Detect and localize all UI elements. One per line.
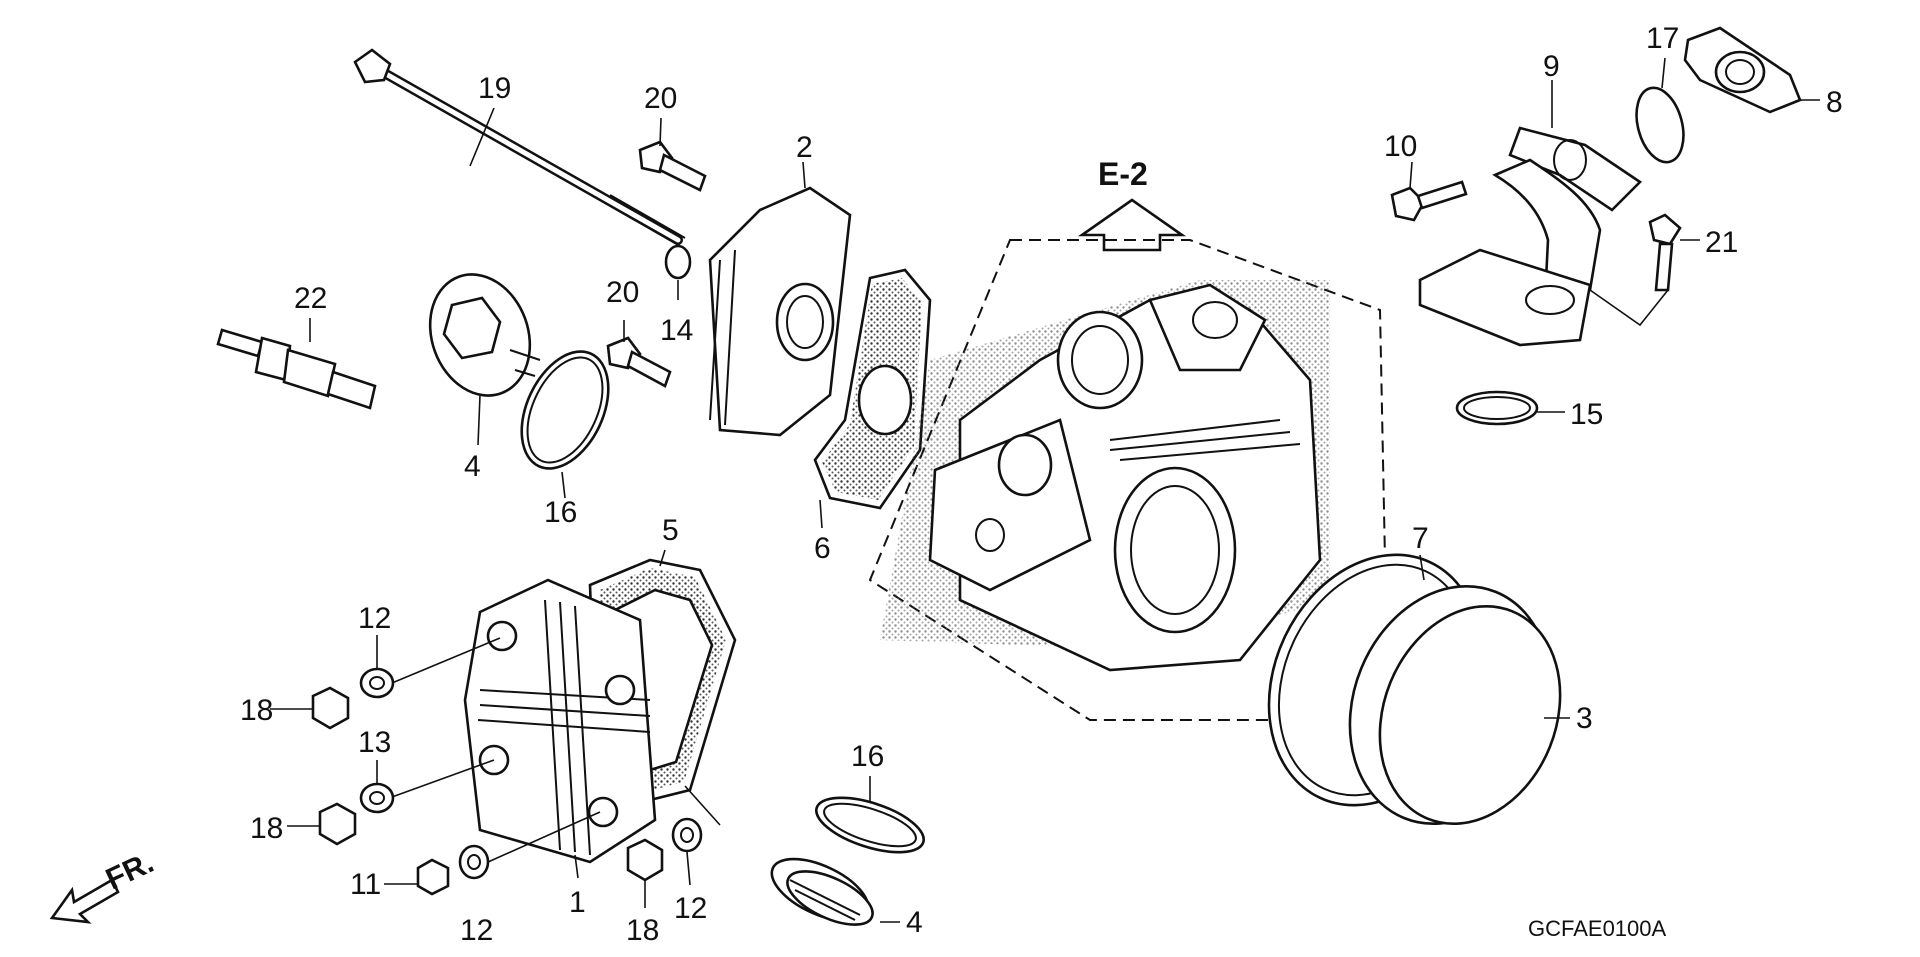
- reference-label: E-2: [1098, 156, 1148, 192]
- callout-16-upper: 16: [544, 496, 577, 529]
- callout-20-lower: 20: [606, 276, 639, 309]
- callout-9: 9: [1543, 50, 1560, 83]
- part-20-bolt-lower: [606, 336, 672, 388]
- part-12-washer-a: [359, 667, 395, 699]
- part-8-insulator: [1683, 26, 1802, 114]
- callout-18-middle: 18: [250, 812, 283, 845]
- part-10-bolt: [1390, 180, 1468, 222]
- part-18-nut-c: [626, 838, 664, 882]
- part-18-nut-a: [311, 686, 350, 730]
- front-direction-arrow: [49, 878, 120, 924]
- part-22-spark-plug: [216, 328, 377, 410]
- part-3-side-cover: [1348, 585, 1562, 826]
- part-18-nut-b: [318, 802, 357, 846]
- part-4-tappet-cap-upper: [428, 273, 541, 397]
- callout-15: 15: [1570, 398, 1603, 431]
- part-12-washer-b: [458, 844, 490, 880]
- callout-14: 14: [660, 314, 693, 347]
- part-16-o-ring-upper: [520, 350, 610, 470]
- callout-18-lower: 18: [626, 914, 659, 947]
- callout-21: 21: [1705, 226, 1738, 259]
- part-16-o-ring-lower: [815, 796, 925, 854]
- callout-numbers: 1 2 3 4 4 5 6 7 8 9 10 11 12 12 12 13 14…: [240, 22, 1843, 947]
- part-1-head-cover: [463, 578, 657, 864]
- part-13-washer: [359, 782, 395, 814]
- part-12-washer-c: [671, 817, 703, 853]
- part-14-washer: [664, 244, 692, 280]
- part-21-bolt: [1648, 213, 1682, 292]
- part-11-nut: [416, 858, 450, 896]
- callout-4-lower: 4: [906, 906, 923, 939]
- callout-19: 19: [478, 72, 511, 105]
- reference-arrow: [1077, 198, 1187, 252]
- callout-12-upper: 12: [358, 602, 391, 635]
- part-17-o-ring: [1635, 86, 1685, 164]
- part-2-cover: [708, 186, 852, 437]
- callout-2: 2: [796, 131, 813, 164]
- callout-5: 5: [662, 514, 679, 547]
- part-6-gasket: [813, 268, 932, 510]
- callout-8: 8: [1826, 86, 1843, 119]
- callout-4-upper: 4: [464, 450, 481, 483]
- cylinder-head: [868, 239, 1387, 721]
- callout-12-lower-left: 12: [460, 914, 493, 947]
- callout-11: 11: [350, 868, 381, 901]
- callout-16-lower: 16: [851, 740, 884, 773]
- callout-17: 17: [1646, 22, 1679, 55]
- callout-10: 10: [1384, 130, 1417, 163]
- callout-6: 6: [814, 532, 831, 565]
- part-20-bolt-upper: [638, 140, 707, 192]
- callout-12-lower-right: 12: [674, 892, 707, 925]
- callout-3: 3: [1576, 702, 1593, 735]
- callout-7: 7: [1412, 522, 1429, 555]
- part-9-intake-pipe: [1418, 126, 1643, 347]
- callout-22: 22: [294, 282, 327, 315]
- callout-20-upper: 20: [644, 82, 677, 115]
- callout-1: 1: [569, 886, 586, 919]
- callout-18-upper: 18: [240, 694, 273, 727]
- part-4-tappet-cap-lower: [770, 857, 874, 926]
- leader-lines: [270, 57, 1820, 923]
- drawing-code: GCFAE0100A: [1528, 916, 1667, 941]
- callout-13: 13: [358, 726, 391, 759]
- part-19-stud-bolt: [353, 48, 686, 247]
